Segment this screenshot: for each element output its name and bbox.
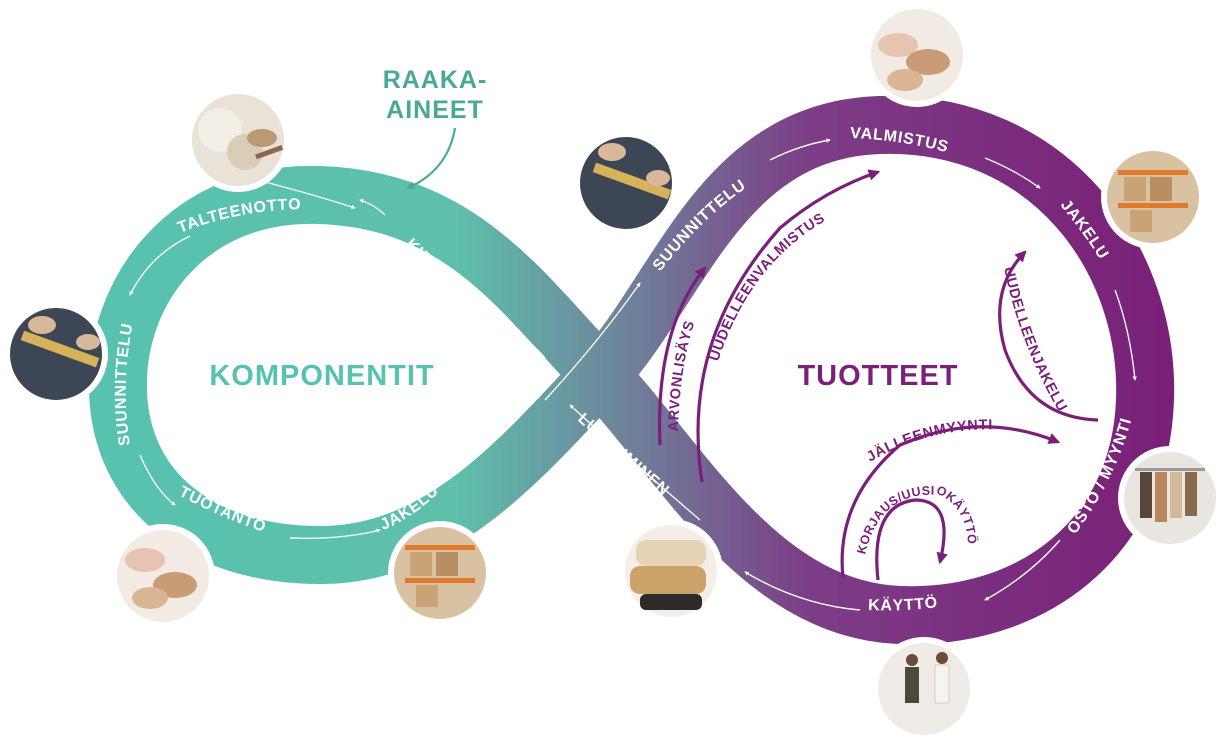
label-jalleenmyynti: JÄLLEENMYYNTI	[864, 417, 993, 465]
title-tuotteet: TUOTTEET	[797, 360, 958, 392]
fabric-rolls-photo-right	[865, 3, 969, 107]
raw-materials-line2: AINEET	[386, 96, 484, 124]
flow-arrows	[129, 138, 1137, 611]
raw-materials-line1: RAAKA-	[383, 66, 488, 94]
pillows-photo	[619, 519, 723, 623]
label-uudelleenjakelu: UUDELLEENJAKELU	[1000, 265, 1070, 414]
label-suunnittelu-left: SUUNNITTELU	[113, 322, 137, 447]
title-komponentit: KOMPONENTIT	[209, 360, 434, 392]
inner-arrows	[657, 169, 1099, 581]
warehouse-photo-right	[1101, 145, 1205, 249]
infinity-band	[88, 95, 1175, 645]
raw-materials-arrow	[406, 127, 457, 190]
warehouse-photo-left	[388, 521, 492, 625]
label-kaytto: KÄYTTÖ	[868, 592, 939, 614]
label-korjaus-uusiokaytto: KORJAUS/UUSIOKÄYTTÖ	[854, 483, 980, 556]
clothing-rack-photo	[1118, 446, 1218, 550]
people-photo	[872, 637, 976, 741]
yarn-photo	[186, 88, 290, 192]
fabric-rolls-photo-left	[111, 524, 215, 628]
sewing-photo-left	[4, 302, 108, 406]
sewing-photo-right	[574, 131, 678, 235]
